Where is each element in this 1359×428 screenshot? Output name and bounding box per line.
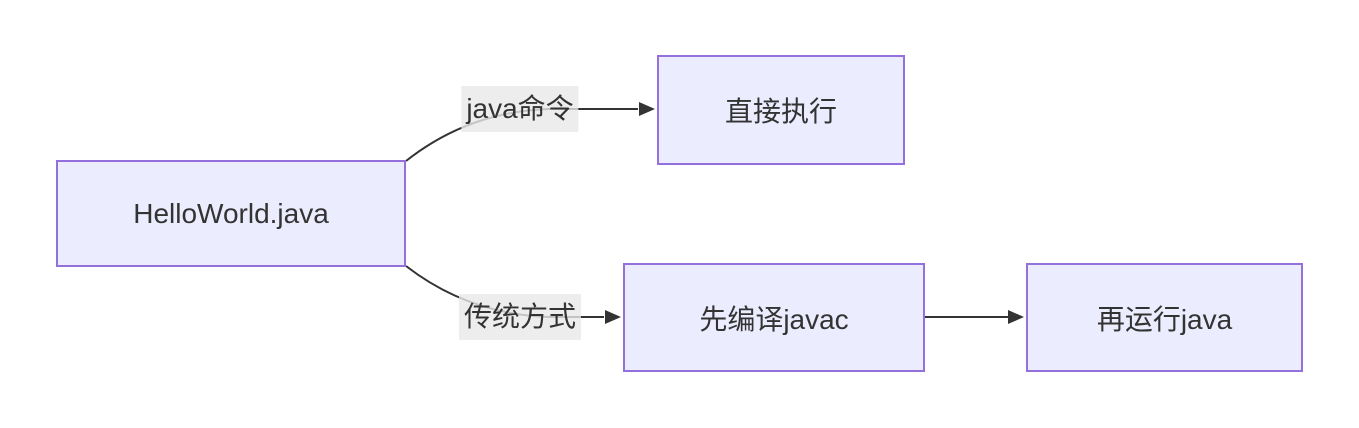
node-direct-execute: 直接执行 bbox=[657, 55, 905, 165]
node-direct-execute-label: 直接执行 bbox=[724, 96, 837, 127]
edge-label-java-command: java命令 bbox=[461, 86, 579, 132]
node-compile-javac-label: 先编译javac bbox=[699, 303, 849, 335]
node-helloworld-java: HelloWorld.java bbox=[56, 160, 406, 267]
node-run-java: 再运行java bbox=[1026, 263, 1303, 372]
arrowhead-to-run bbox=[1008, 310, 1024, 324]
node-helloworld-java-label: HelloWorld.java bbox=[133, 197, 329, 229]
edge-label-traditional-way: 传统方式 bbox=[458, 294, 582, 340]
arrowhead-to-direct bbox=[639, 102, 655, 116]
node-compile-javac: 先编译javac bbox=[623, 263, 925, 372]
arrowhead-to-compile bbox=[605, 310, 621, 324]
node-run-java-label: 再运行java bbox=[1096, 303, 1233, 335]
